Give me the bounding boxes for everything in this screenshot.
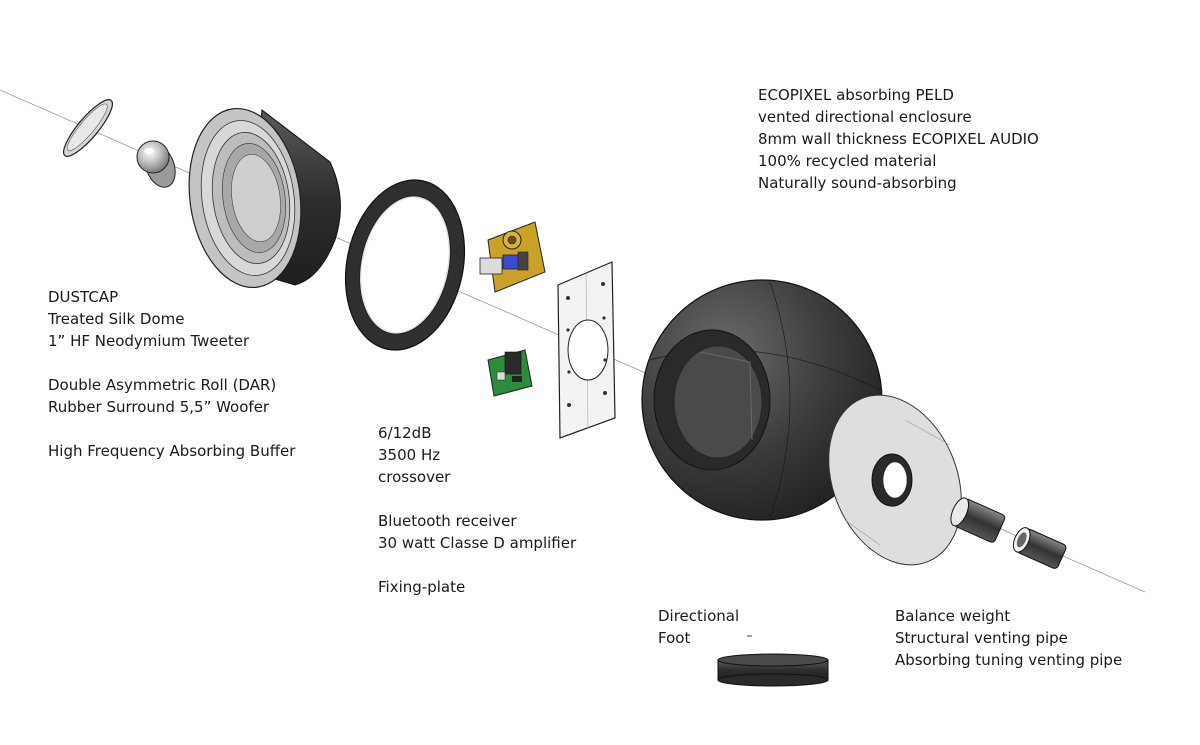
enclosure-description-label: ECOPIXEL absorbing PELD vented direction… <box>758 84 1039 194</box>
absorbing-buffer-ring-part <box>344 179 466 351</box>
label-line: ECOPIXEL absorbing PELD <box>758 86 954 104</box>
amplifier-pcb-part <box>487 349 533 397</box>
label-line <box>378 554 576 576</box>
label-line: crossover <box>378 468 451 486</box>
label-line: 8mm wall thickness ECOPIXEL AUDIO <box>758 130 1039 148</box>
label-line: 3500 Hz <box>378 446 441 464</box>
electronics-description-label: 6/12dB 3500 Hz crossover Bluetooth recei… <box>378 422 576 598</box>
label-line <box>48 418 295 440</box>
label-line: DUSTCAP <box>48 288 119 306</box>
label-line: 1” HF Neodymium Tweeter <box>48 332 250 350</box>
rear-parts-description-label: Balance weight Structural venting pipe A… <box>895 605 1122 671</box>
label-line: vented directional enclosure <box>758 108 972 126</box>
label-line <box>378 488 576 510</box>
label-line: Fixing-plate <box>378 578 466 596</box>
label-line: Double Asymmetric Roll (DAR) <box>48 376 277 394</box>
label-line: Structural venting pipe <box>895 629 1068 647</box>
spherical-enclosure-part <box>641 279 883 521</box>
label-line: High Frequency Absorbing Buffer <box>48 442 296 460</box>
label-line: Rubber Surround 5,5” Woofer <box>48 398 270 416</box>
label-line: 6/12dB <box>378 424 432 442</box>
tweeter-dome-part <box>136 140 176 188</box>
label-line: 30 watt Classe D amplifier <box>378 534 577 552</box>
label-line: Absorbing tuning venting pipe <box>895 651 1123 669</box>
directional-foot-part <box>717 653 829 687</box>
dustcap-part <box>63 99 113 157</box>
label-line: 100% recycled material <box>758 152 937 170</box>
label-line: Foot <box>658 629 691 647</box>
label-line: Naturally sound-absorbing <box>758 174 957 192</box>
foot-description-label: Directional Foot <box>658 605 739 649</box>
label-line: Balance weight <box>895 607 1011 625</box>
tuning-venting-pipe-part <box>1012 527 1067 569</box>
label-line: Bluetooth receiver <box>378 512 517 530</box>
crossover-pcb-part <box>479 221 546 293</box>
label-line <box>48 352 295 374</box>
drivers-description-label: DUSTCAP Treated Silk Dome 1” HF Neodymiu… <box>48 286 295 462</box>
fixing-plate-part <box>557 261 616 439</box>
label-line: Directional <box>658 607 740 625</box>
label-line: Treated Silk Dome <box>48 310 185 328</box>
structural-venting-pipe-part <box>950 497 1006 543</box>
woofer-part <box>188 107 341 289</box>
balance-weight-part <box>828 394 962 566</box>
